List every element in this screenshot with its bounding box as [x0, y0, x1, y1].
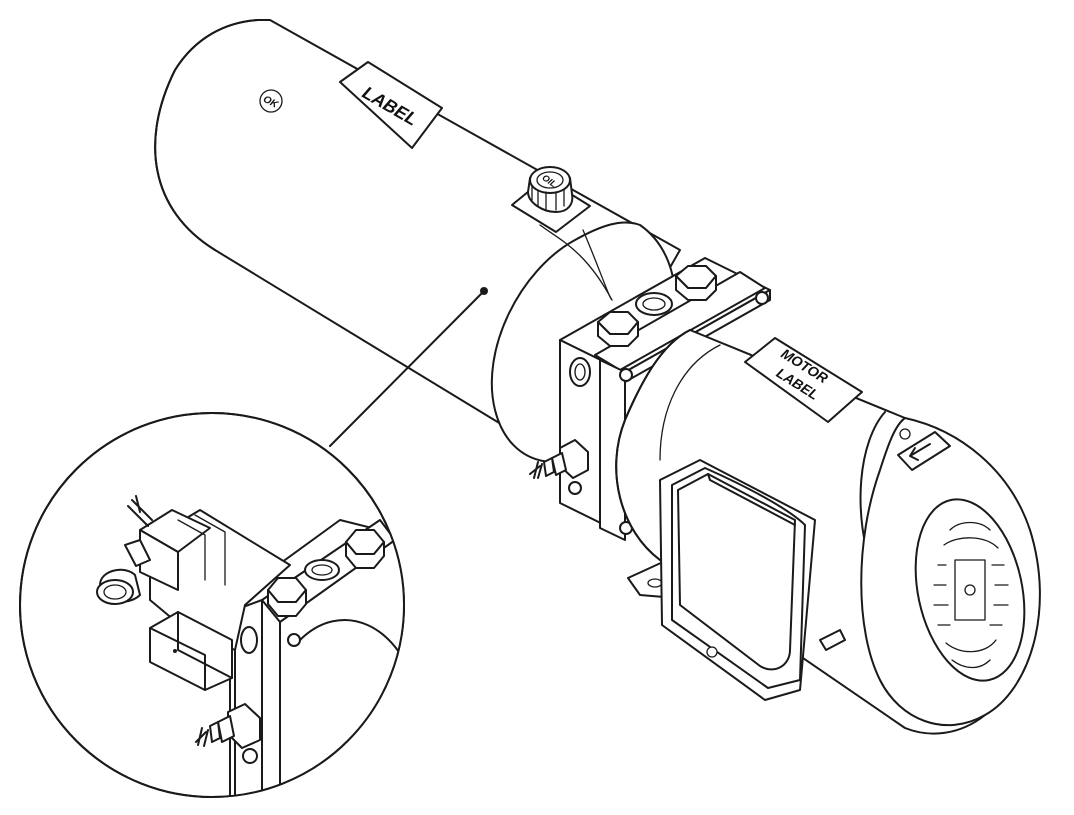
- ok-mark: OK: [259, 89, 283, 113]
- tank-label: LABEL: [339, 61, 443, 149]
- detail-hex-plug-left: [267, 577, 307, 617]
- detail-view-circle: [19, 412, 405, 798]
- relief-valve: [529, 439, 589, 479]
- hex-plug-top-left: [597, 311, 639, 347]
- hex-plug-top-right: [675, 265, 717, 301]
- terminal-box: [659, 459, 816, 701]
- port-ring-top: [635, 292, 673, 316]
- fan-vent-slots: [933, 521, 1009, 669]
- detail-hex-plug-right: [345, 529, 385, 569]
- detail-leader: [329, 287, 488, 447]
- rotation-arrow-plate: [897, 428, 951, 471]
- oil-filler-cap: OIL: [511, 166, 591, 233]
- detail-relief-valve: [195, 703, 261, 749]
- detail-port-ring: [304, 559, 340, 581]
